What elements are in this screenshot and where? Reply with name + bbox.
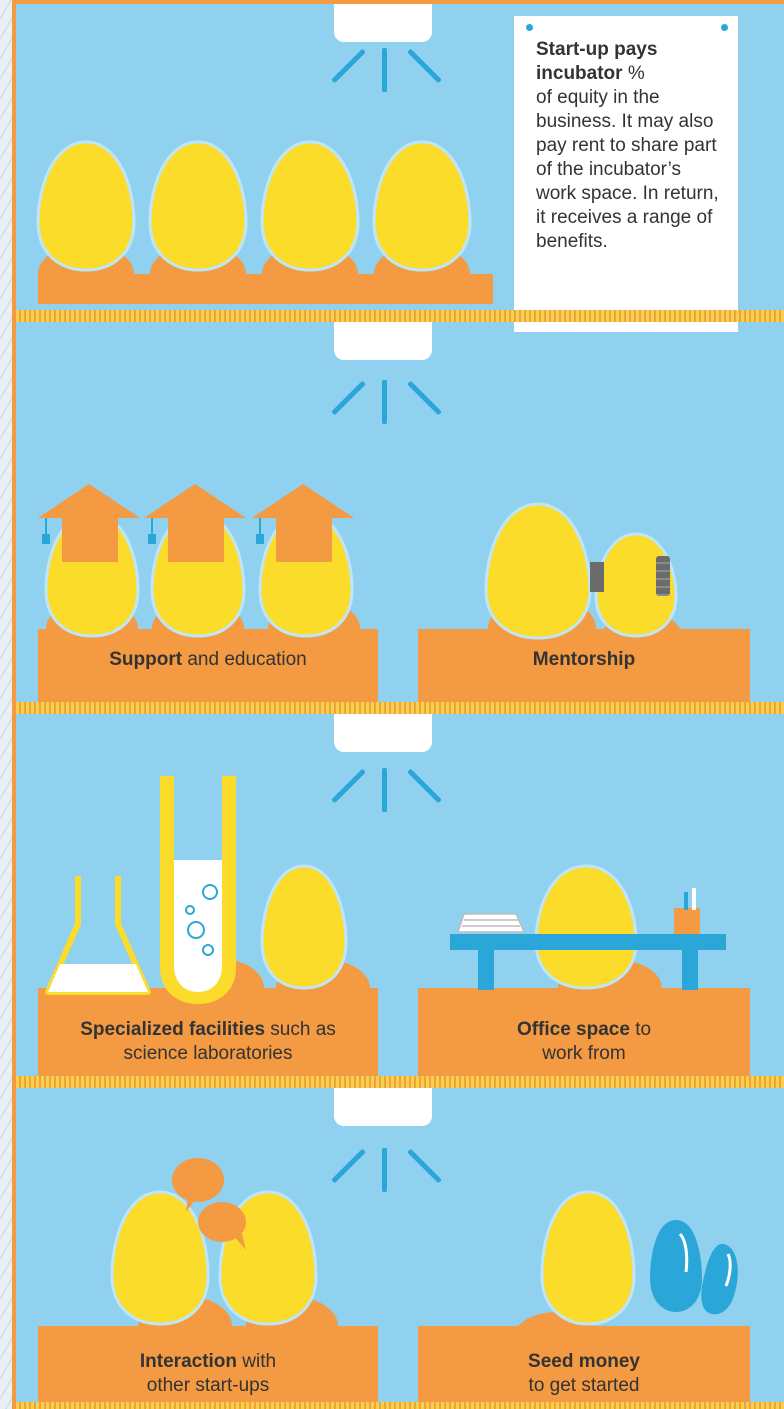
egg-tray (418, 1312, 750, 1409)
speech-bubble-icon (172, 1158, 224, 1212)
shelf-divider (16, 310, 784, 322)
pin-icon (721, 24, 728, 31)
egg-icon (534, 864, 638, 990)
shelf-divider (16, 702, 784, 714)
paper-stack-icon (456, 913, 526, 933)
egg-icon (260, 864, 348, 990)
mentee-egg-icon (594, 532, 678, 638)
egg-icon (36, 140, 136, 272)
support-label: Support and education (109, 649, 307, 670)
graduation-cap-icon (38, 484, 140, 562)
seed-icon (650, 1220, 702, 1312)
egg-icon (148, 140, 248, 272)
note-body: of equity in the business. It may also p… (536, 87, 719, 252)
speech-bubble-icon (198, 1202, 246, 1250)
egg-tray (38, 244, 493, 304)
mentor-egg-icon (484, 502, 592, 640)
shelf-divider (16, 1076, 784, 1088)
desk-icon (450, 934, 726, 992)
shelf-divider (16, 1402, 784, 1409)
seed-money-label: Seed money to get started (528, 1351, 640, 1396)
egg-tray (418, 958, 750, 1084)
office-label: Office space to work from (516, 1019, 652, 1064)
note-title-suffix: % (622, 63, 645, 84)
graduation-cap-icon (252, 484, 354, 562)
interaction-label: Interaction with other start-ups (139, 1351, 277, 1396)
mentorship-label: Mentorship (532, 649, 636, 670)
egg-icon (372, 140, 472, 272)
egg-icon (260, 140, 360, 272)
note-title: Start-up pays incubator (536, 39, 658, 84)
pin-icon (526, 24, 533, 31)
seed-icon (701, 1243, 738, 1315)
graduation-cap-icon (144, 484, 246, 562)
equity-note-card: Start-up pays incubator % of equity in t… (514, 16, 738, 332)
pen-holder-icon (674, 888, 700, 934)
lamp-icon (334, 4, 432, 42)
egg-icon (540, 1190, 636, 1326)
incubator-diagram: Start-up pays incubator % of equity in t… (12, 0, 784, 1409)
lamp-icon (334, 1088, 432, 1126)
test-tube-icon (160, 776, 236, 1004)
egg-icon (110, 1190, 210, 1326)
mentee-hand-icon (656, 556, 670, 596)
lamp-icon (334, 714, 432, 752)
mentor-hand-icon (590, 562, 604, 592)
paper-background (0, 0, 12, 1409)
flask-icon (45, 876, 151, 995)
egg-tray (38, 1296, 378, 1409)
lamp-icon (334, 322, 432, 360)
facilities-label: Specialized facilities such as science l… (80, 1019, 336, 1064)
